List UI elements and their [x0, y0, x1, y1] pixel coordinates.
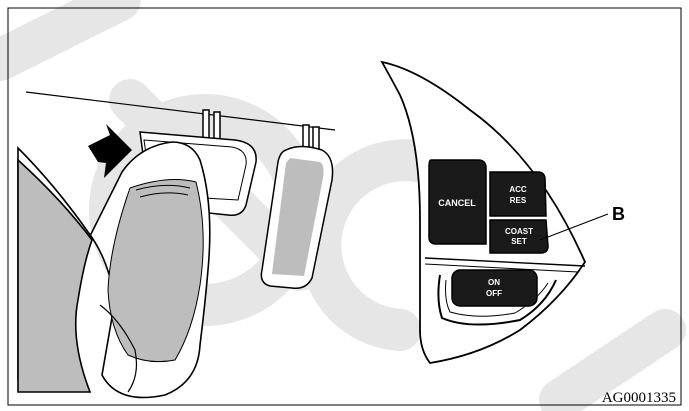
- acc-res-button[interactable]: ACC RES: [490, 172, 546, 216]
- on-off-label-line1: ON: [488, 278, 500, 287]
- figure-code: AG0001335: [602, 390, 676, 406]
- coast-set-label-line2: SET: [511, 237, 527, 246]
- watermark-stroke: [0, 0, 120, 60]
- cancel-label: CANCEL: [438, 198, 476, 208]
- acc-res-label-line1: ACC: [509, 185, 527, 194]
- acc-res-label-line2: RES: [510, 196, 527, 205]
- on-off-button[interactable]: ON OFF: [452, 270, 537, 306]
- coast-set-label-line1: COAST: [505, 227, 533, 236]
- watermark: [0, 0, 665, 400]
- cancel-button[interactable]: CANCEL: [429, 160, 486, 244]
- coast-set-button[interactable]: COAST SET: [490, 220, 548, 253]
- on-off-label-line2: OFF: [486, 289, 502, 298]
- callout-label-b: B: [612, 204, 625, 224]
- acc-res-button-shape[interactable]: [490, 172, 546, 216]
- on-off-button-shape[interactable]: [452, 270, 537, 306]
